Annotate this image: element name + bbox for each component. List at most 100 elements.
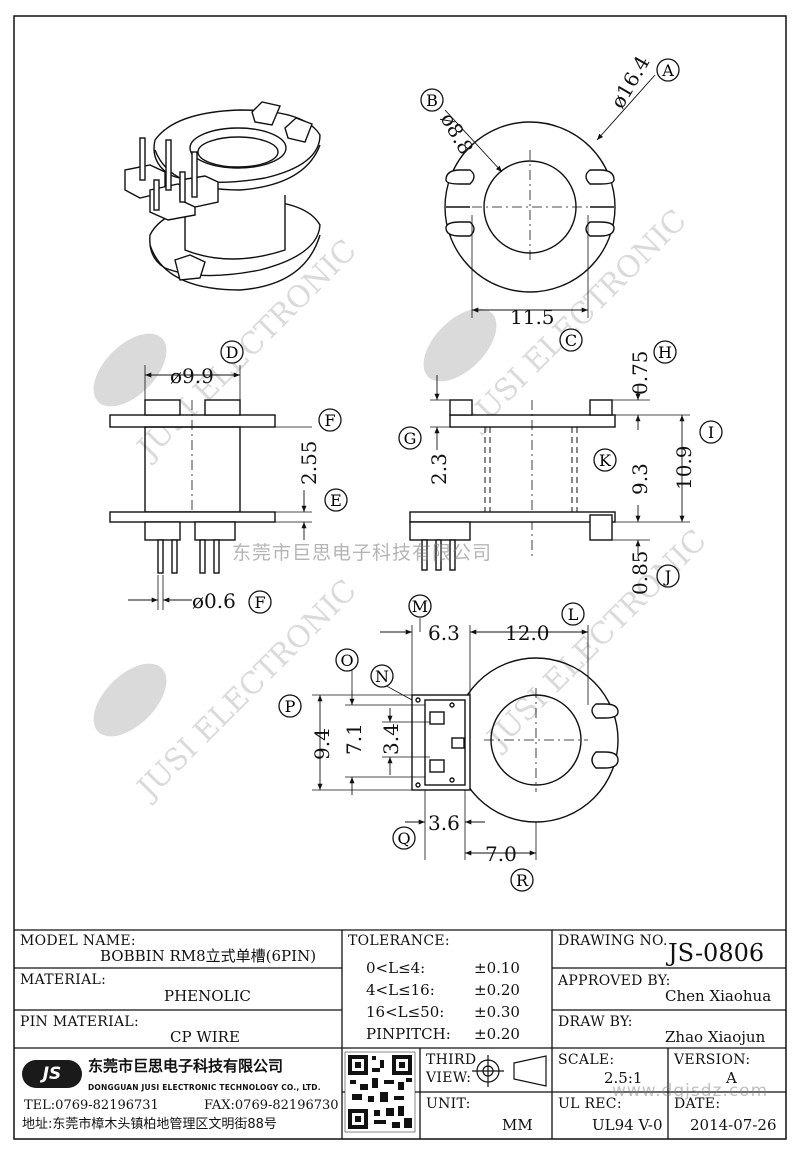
dim-r-value: 7.0 <box>485 842 517 866</box>
sheet-border <box>13 15 787 1140</box>
svg-text:F: F <box>254 593 265 612</box>
side-view <box>409 375 690 571</box>
tolerance-range-4: PINPITCH: <box>366 1025 451 1043</box>
svg-text:M: M <box>412 597 428 616</box>
svg-text:C: C <box>565 331 577 350</box>
tolerance-value-3: ±0.30 <box>474 1003 520 1021</box>
svg-text:E: E <box>330 491 342 510</box>
callout-i: I <box>699 420 723 444</box>
dim-n-value: 3.4 <box>379 723 403 755</box>
company-logo: JS <box>22 1060 82 1088</box>
dim-c-value: 11.5 <box>510 305 555 329</box>
callout-d: D <box>220 340 244 364</box>
svg-text:N: N <box>375 667 389 686</box>
dim-m-value: 6.3 <box>428 621 460 645</box>
callout-j: J <box>656 564 680 588</box>
dim-i-value: 10.9 <box>672 445 696 490</box>
dim-g-value: 2.3 <box>427 453 451 485</box>
tolerance-value-4: ±0.20 <box>474 1025 520 1043</box>
company-address: 地址:东莞市樟木头镇柏地管理区文明街88号 <box>22 1117 277 1132</box>
isometric-view <box>124 101 321 291</box>
svg-text:H: H <box>658 343 672 362</box>
watermark-company-text: 东莞市巨思电子科技有限公司 <box>232 542 493 564</box>
svg-text:I: I <box>708 423 714 442</box>
dim-l-value: 12.0 <box>505 621 550 645</box>
model-name-value: BOBBIN RM8立式单槽(6PIN) <box>100 947 317 965</box>
dim-d-value: ø9.9 <box>170 364 214 388</box>
svg-text:L: L <box>568 605 579 624</box>
dim-k-value: 9.3 <box>628 463 652 495</box>
company-tel: TEL:0769-82196731 <box>24 1098 159 1113</box>
callout-c: C <box>559 328 583 352</box>
tolerance-range-1: 0<L≤4: <box>366 959 426 977</box>
company-fax: FAX:0769-82196730 <box>204 1098 339 1113</box>
callout-f-top: F <box>318 408 342 432</box>
svg-text:F: F <box>324 411 335 430</box>
drawing-no-label: DRAWING NO. <box>558 933 668 949</box>
scale-value: 2.5:1 <box>604 1069 643 1087</box>
unit-label: UNIT: <box>426 1096 471 1112</box>
callout-e: E <box>324 488 348 512</box>
front-view <box>109 365 312 610</box>
callout-g: G <box>398 426 422 450</box>
front-view-dims: ø9.9 2.55 ø0.6 <box>170 364 321 613</box>
pin-material-label: PIN MATERIAL: <box>20 1014 139 1030</box>
svg-text:D: D <box>226 343 239 362</box>
version-label: VERSION: <box>674 1052 751 1068</box>
title-block: MODEL NAME: BOBBIN RM8立式单槽(6PIN) MATERIA… <box>14 930 786 1139</box>
third-view-label-2: VIEW: <box>426 1070 472 1086</box>
callouts: A B C D F E F G H I K J M L O N P Q R <box>220 58 723 892</box>
svg-text:R: R <box>516 871 529 890</box>
callout-n: N <box>370 664 394 688</box>
dim-p-value: 9.4 <box>310 728 334 760</box>
callout-a: A <box>656 58 680 82</box>
dim-a-value: ø16.4 <box>606 52 655 113</box>
company-name-cn: 东莞市巨思电子科技有限公司 <box>88 1057 284 1075</box>
pin-material-value: CP WIRE <box>170 1028 240 1046</box>
callout-p: P <box>278 694 302 718</box>
dim-j-value: 0.85 <box>628 550 652 595</box>
bottom-view-dims: 6.3 12.0 9.4 7.1 3.4 3.6 7.0 <box>310 621 550 866</box>
company-name-en: DONGGUAN JUSI ELECTRONIC TECHNOLOGY CO.,… <box>88 1083 321 1092</box>
unit-value: MM <box>502 1116 533 1134</box>
ul-rec-value: UL94 V-0 <box>592 1116 663 1134</box>
callout-r: R <box>510 868 534 892</box>
tolerance-range-3: 16<L≤50: <box>366 1003 445 1021</box>
callout-k: K <box>593 448 617 472</box>
tolerance-range-2: 4<L≤16: <box>366 981 435 999</box>
svg-text:K: K <box>599 451 612 470</box>
svg-text:Q: Q <box>397 829 410 848</box>
draw-by-value: Zhao Xiaojun <box>665 1028 766 1046</box>
date-label: DATE: <box>674 1096 721 1112</box>
material-value: PHENOLIC <box>164 987 251 1005</box>
callout-h: H <box>653 340 677 364</box>
ul-rec-label: UL REC: <box>558 1096 622 1112</box>
dim-h-value: 0.75 <box>628 350 652 395</box>
watermark: JUSI ELECTRONIC JUSI ELECTRONIC JUSI ELE… <box>93 203 714 808</box>
callout-o: O <box>335 648 359 672</box>
svg-text:O: O <box>340 651 353 670</box>
bottom-view <box>312 618 619 860</box>
version-value: A <box>726 1069 737 1087</box>
draw-by-label: DRAW BY: <box>558 1014 633 1030</box>
approved-by-label: APPROVED BY: <box>558 973 671 989</box>
callout-f-bottom: F <box>248 590 272 614</box>
drawing-no-value: JS-0806 <box>668 939 765 967</box>
side-view-dims: 2.3 0.75 9.3 0.85 10.9 <box>427 350 696 595</box>
dim-o-value: 7.1 <box>342 723 366 755</box>
dim-b-value: ø8.8 <box>436 109 479 159</box>
tolerance-value-2: ±0.20 <box>474 981 520 999</box>
svg-text:J: J <box>663 567 671 586</box>
approved-by-value: Chen Xiaohua <box>665 987 772 1005</box>
callout-q: Q <box>392 826 416 850</box>
scale-label: SCALE: <box>558 1052 615 1068</box>
tolerance-value-1: ±0.10 <box>474 959 520 977</box>
title-block-grid <box>14 929 786 1139</box>
dim-e-value: 2.55 <box>297 440 321 485</box>
date-value: 2014-07-26 <box>690 1116 777 1134</box>
model-name-label: MODEL NAME: <box>20 933 136 949</box>
third-view-label-1: THIRD <box>426 1052 477 1068</box>
qr-code <box>344 1051 416 1133</box>
